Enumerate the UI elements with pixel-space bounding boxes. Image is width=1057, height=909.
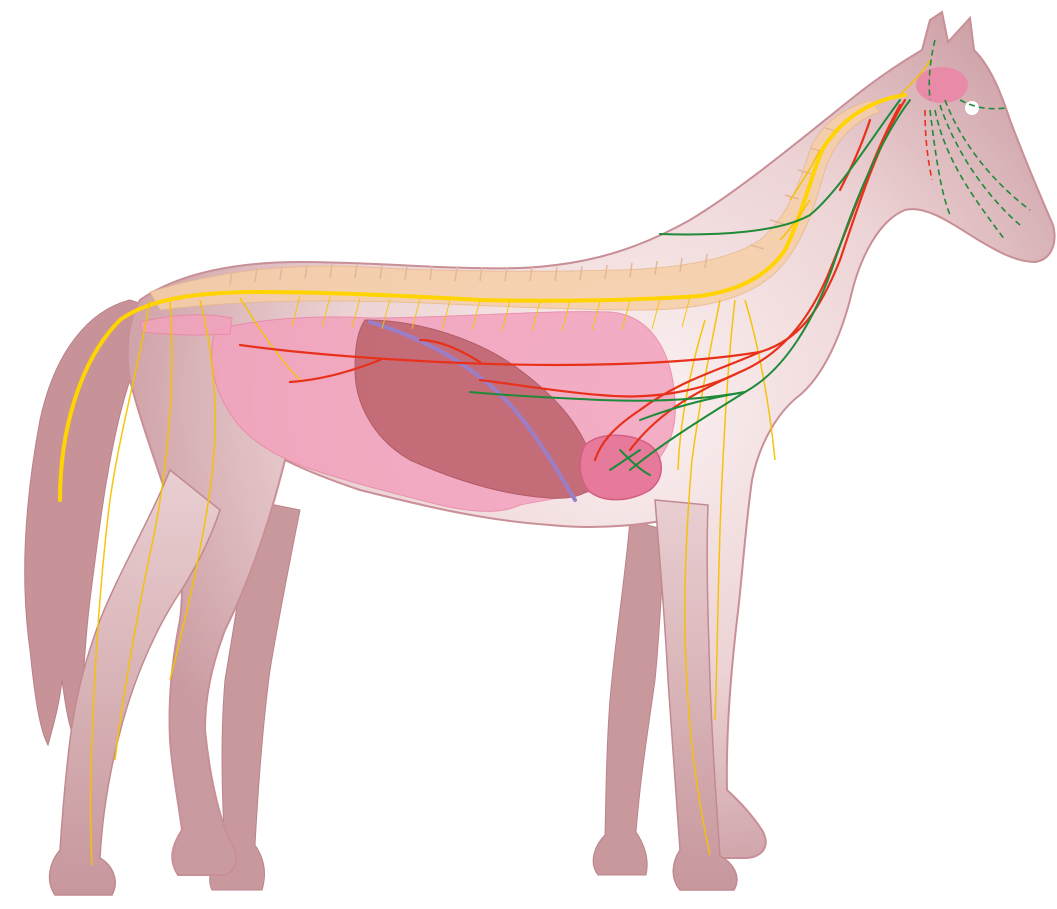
eye	[965, 101, 979, 115]
brain	[916, 67, 968, 103]
front-leg-far	[593, 520, 665, 875]
heart	[580, 435, 661, 499]
